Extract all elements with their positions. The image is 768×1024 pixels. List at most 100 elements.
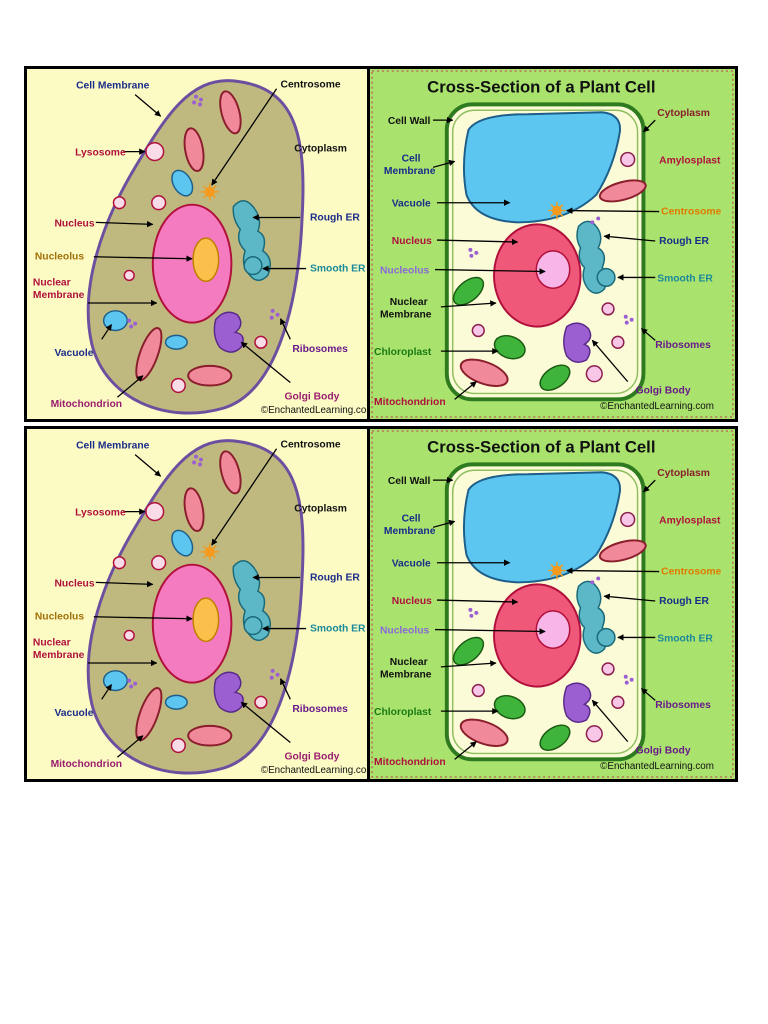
label-mitochondrion: Mitochondrion <box>51 399 123 410</box>
label-ribosomes: Ribosomes <box>292 704 348 715</box>
animal-smooth-er <box>243 616 263 636</box>
plant-cell-membrane-outline <box>451 109 639 395</box>
copyright-text: ©EnchantedLearning.com <box>600 761 714 772</box>
label-amylosplast: Amylosplast <box>659 155 721 166</box>
plant-cell-title: Cross-Section of a Plant Cell <box>427 78 655 97</box>
plant-vesicle <box>611 695 625 709</box>
label-centrosome: Centrosome <box>661 567 721 578</box>
label-mitochondrion: Mitochondrion <box>374 757 446 768</box>
label-nucleolus: Nucleolus <box>380 265 430 276</box>
plant-vesicle <box>601 662 615 676</box>
label-ribosomes: Ribosomes <box>655 700 711 711</box>
plant-vesicle <box>585 725 603 743</box>
label-chloroplast: Chloroplast <box>374 707 432 718</box>
plant-cell-panel-bottom: Cross-Section of a Plant Cell <box>367 426 738 782</box>
label-nucleolus: Nucleolus <box>35 612 84 623</box>
plant-cell-panel-top: Cross-Section of a Plant Cell <box>367 66 738 422</box>
animal-mitochondrion <box>219 90 242 135</box>
label-smooth-er: Smooth ER <box>657 273 713 284</box>
label-golgi-body: Golgi Body <box>284 391 339 402</box>
animal-lysosome <box>112 196 127 210</box>
label-vacuole: Vacuole <box>392 559 431 570</box>
plant-mitochondrion <box>459 358 509 387</box>
label-lysosome: Lysosome <box>75 148 126 159</box>
label-ribosomes: Ribosomes <box>292 344 348 355</box>
animal-vacuole <box>171 169 194 197</box>
plant-smooth-er <box>596 267 616 288</box>
plant-vesicle <box>601 302 615 316</box>
label-amylosplast: Amylosplast <box>659 515 721 526</box>
plant-cell-diagram: Cross-Section of a Plant Cell <box>371 430 734 778</box>
label-nucleolus: Nucleolus <box>35 252 84 263</box>
animal-lysosome <box>123 269 135 282</box>
plant-amylosplast <box>620 151 636 168</box>
plant-mitochondrion <box>459 718 509 747</box>
plant-vacuole <box>462 111 621 224</box>
plant-chloroplast <box>539 724 571 751</box>
label-rough-er: Rough ER <box>310 212 360 223</box>
plant-ribosomes <box>468 216 634 325</box>
label-smooth-er: Smooth ER <box>310 264 366 275</box>
plant-cell-diagram: Cross-Section of a Plant Cell <box>371 70 734 418</box>
copyright-text: ©EnchantedLearning.co <box>261 765 367 776</box>
plant-chloroplast <box>452 276 485 306</box>
plant-ribosomes <box>468 576 634 685</box>
label-centrosome: Centrosome <box>661 207 721 218</box>
plant-golgi-body <box>563 682 592 723</box>
label-nucleus: Nucleus <box>392 596 432 607</box>
animal-vacuole <box>171 529 194 557</box>
copyright-text: ©EnchantedLearning.com <box>600 401 714 412</box>
label-vacuole: Vacuole <box>55 708 94 719</box>
label-mitochondrion: Mitochondrion <box>374 397 446 408</box>
label-golgi-body: Golgi Body <box>284 751 339 762</box>
label-cytoplasm: Cytoplasm <box>657 468 710 479</box>
animal-vacuole <box>164 694 188 710</box>
animal-lysosome <box>254 335 268 349</box>
label-nucleus: Nucleus <box>55 218 95 229</box>
label-chloroplast: Chloroplast <box>374 347 432 358</box>
label-lysosome: Lysosome <box>75 508 126 519</box>
animal-smooth-er <box>243 256 263 276</box>
copyright-text: ©EnchantedLearning.co <box>261 405 367 416</box>
animal-lysosome <box>170 377 186 394</box>
animal-cell-diagram: Cell Membrane Lysosome Nucleus Nucleolus… <box>33 79 367 416</box>
label-nucleus: Nucleus <box>392 236 432 247</box>
label-cytoplasm: Cytoplasm <box>294 504 347 515</box>
plant-chloroplast <box>539 364 571 391</box>
plant-vesicle <box>471 323 485 338</box>
animal-cell-diagram: Cell Membrane Lysosome Nucleus Nucleolus… <box>33 439 367 776</box>
plant-cell-title: Cross-Section of a Plant Cell <box>427 438 655 457</box>
animal-mitochondrion <box>187 724 233 747</box>
plant-nucleolus <box>535 250 571 289</box>
animal-centrosome <box>200 183 219 201</box>
label-golgi-body: Golgi Body <box>636 385 691 396</box>
label-cell-membrane: Cell Membrane <box>76 441 150 452</box>
animal-centrosome <box>200 543 219 561</box>
animal-cell-panel-bottom: Cell Membrane Lysosome Nucleus Nucleolus… <box>24 426 370 782</box>
plant-vesicle <box>471 683 485 698</box>
label-cell-membrane: Cell Membrane <box>76 81 150 92</box>
label-mitochondrion: Mitochondrion <box>51 759 123 770</box>
animal-ribosomes <box>127 454 280 689</box>
animal-lysosome <box>123 629 135 642</box>
label-nucleolus: Nucleolus <box>380 625 430 636</box>
animal-vacuole <box>102 670 128 692</box>
animal-mitochondrion <box>183 487 205 532</box>
plant-chloroplast <box>452 636 485 666</box>
plant-amylosplast <box>620 511 636 528</box>
animal-lysosome <box>151 555 167 571</box>
animal-lysosome <box>254 695 268 709</box>
label-vacuole: Vacuole <box>55 348 94 359</box>
label-rough-er: Rough ER <box>310 572 360 583</box>
plant-vacuole <box>462 471 621 584</box>
animal-cell-panel-top: Cell Membrane Lysosome Nucleus Nucleolus… <box>24 66 370 422</box>
animal-golgi-body <box>213 671 244 713</box>
plant-nucleolus <box>535 610 571 649</box>
animal-nucleus <box>151 563 233 684</box>
plant-mitochondrion <box>598 539 647 563</box>
plant-chloroplast <box>493 694 526 720</box>
plant-golgi-body <box>563 322 592 363</box>
